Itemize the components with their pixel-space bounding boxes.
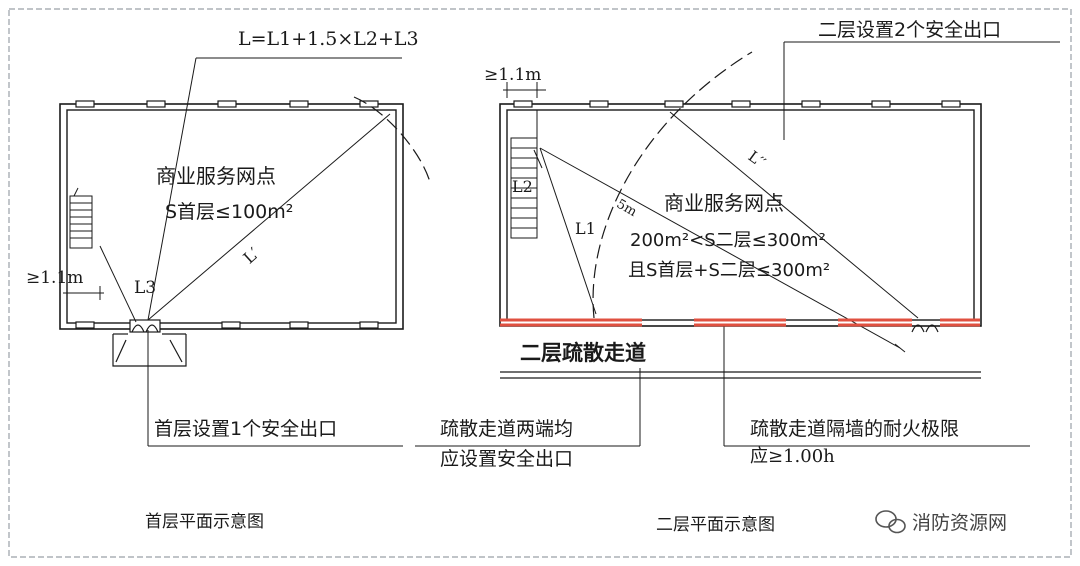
travel-distance-lines — [99, 57, 403, 447]
fire-wall-line1: 疏散走道隔墙的耐火极限 — [750, 418, 959, 440]
inner-wall — [506, 109, 975, 321]
fire-wall-line2: 应≥1.00h — [750, 446, 835, 467]
radius-arc — [353, 96, 431, 183]
stair-width-dim — [503, 82, 546, 98]
ground-floor-plan — [59, 57, 431, 447]
area-rule: S首层≤100m² — [165, 201, 293, 223]
corridor-exit-line1: 疏散走道两端均 — [440, 418, 573, 440]
windows-top — [75, 100, 379, 108]
radius-label: 5m — [614, 197, 639, 220]
second-exit-door — [911, 324, 939, 333]
outer-frame — [8, 8, 1072, 558]
area-rule-2: 且S首层+S二层≤300m² — [628, 260, 830, 281]
lprime-label: L′ — [240, 244, 264, 268]
l1-label: L1 — [575, 219, 596, 238]
second-caption: 二层平面示意图 — [656, 515, 775, 535]
corridor-lines — [500, 371, 981, 379]
radius-arc — [592, 51, 753, 319]
stair-width-label: ≥1.1m — [26, 268, 83, 288]
room-name: 商业服务网点 — [664, 191, 784, 215]
stair-width-label: ≥1.1m — [484, 65, 541, 85]
outer-wall — [499, 103, 982, 327]
l2-label: L2 — [512, 177, 533, 196]
room-name: 商业服务网点 — [156, 164, 276, 188]
windows-bottom — [75, 321, 379, 329]
fire-rated-partition — [500, 318, 980, 327]
travel-distance-lines — [415, 41, 1060, 447]
second-exit-note: 二层设置2个安全出口 — [818, 19, 1001, 41]
windows-top — [513, 100, 961, 108]
ground-exit-note: 首层设置1个安全出口 — [154, 418, 337, 440]
stair-width-dim — [63, 286, 104, 300]
ground-exit-door — [112, 319, 187, 367]
stair — [69, 187, 93, 249]
ldouble-label: L′′ — [745, 147, 770, 172]
corridor-exit-line2: 应设置安全出口 — [440, 448, 573, 470]
stair — [510, 110, 538, 239]
watermark: 消防资源网 — [875, 510, 1007, 534]
corridor-label: 二层疏散走道 — [520, 341, 646, 365]
area-rule-1: 200m²<S二层≤300m² — [630, 230, 826, 251]
formula-label: L=L1+1.5×L2+L3 — [238, 28, 419, 50]
watermark-text: 消防资源网 — [912, 512, 1007, 534]
l3-label: L3 — [134, 278, 156, 298]
ground-caption: 首层平面示意图 — [145, 512, 264, 532]
wechat-icon — [875, 510, 906, 534]
